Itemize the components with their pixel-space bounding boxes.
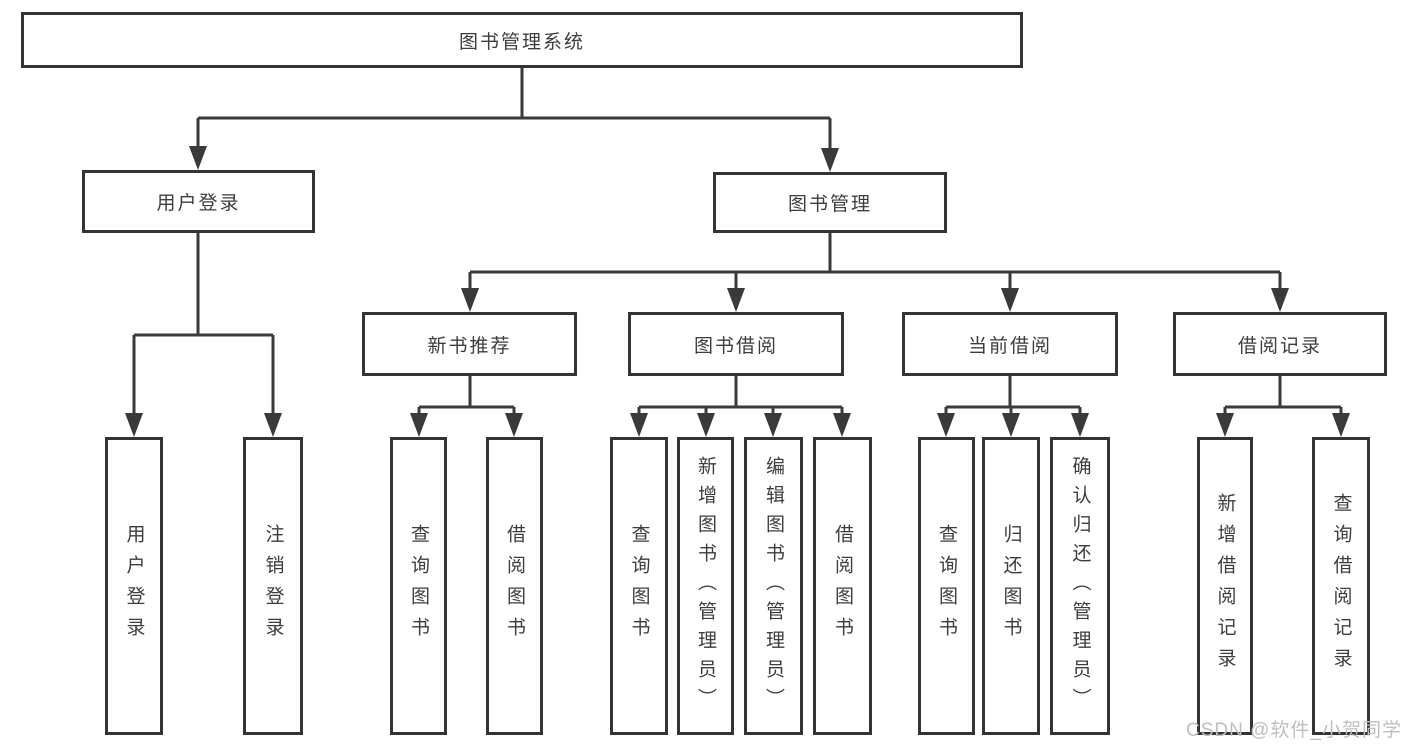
leaf-user-login: 用户登录 [105,437,163,735]
arrow-down-icon [410,413,428,437]
leaf-label: 用户登录 [123,524,145,648]
node-user-login-label: 用户登录 [156,193,241,214]
node-new-book-recommend-label: 新书推荐 [427,335,512,357]
leaf-query-borrow-record: 查询借阅记录 [1312,437,1370,735]
leaf-query-books-recommend: 查询图书 [390,437,447,735]
leaf-label: 查询图书 [628,524,650,648]
node-current-borrow-label: 当前借阅 [967,335,1052,357]
leaf-confirm-return-admin: 确认归还（管理员） [1050,437,1110,735]
borrow-records-children-connectors [1216,376,1350,437]
current-borrow-children-connectors [937,376,1089,437]
arrow-down-icon [697,413,715,437]
leaf-query-books-current: 查询图书 [918,437,975,735]
book-borrow-children-connectors [630,376,851,437]
arrow-down-icon [937,413,955,437]
leaf-label: 注销登录 [262,524,284,648]
leaf-label: 查询借阅记录 [1330,493,1352,679]
arrow-down-icon [189,146,207,170]
arrow-down-icon [125,413,143,437]
leaf-label: 新增借阅记录 [1214,493,1236,679]
arrow-down-icon [821,148,839,172]
node-root-label: 图书管理系统 [458,31,585,53]
arrow-down-icon [630,413,648,437]
leaf-label: 编辑图书（管理员） [763,455,784,717]
node-book-management: 图书管理 [713,172,947,233]
arrow-down-icon [264,413,282,437]
leaf-borrow-books: 借阅图书 [813,437,872,735]
leaf-edit-books-admin: 编辑图书（管理员） [744,437,803,735]
leaf-borrow-books-recommend: 借阅图书 [486,437,543,735]
arrow-down-icon [727,288,745,312]
node-borrow-records-label: 借阅记录 [1237,335,1322,357]
leaf-add-borrow-record: 新增借阅记录 [1197,437,1253,735]
arrow-down-icon [1332,413,1350,437]
leaf-label: 借阅图书 [832,524,853,648]
leaf-label: 新增图书（管理员） [695,455,716,717]
leaf-label: 借阅图书 [504,524,525,648]
node-new-book-recommend: 新书推荐 [362,312,577,376]
node-current-borrow: 当前借阅 [902,312,1118,376]
arrow-down-icon [1216,413,1234,437]
leaf-label: 查询图书 [936,524,957,648]
leaf-query-books-borrow: 查询图书 [610,437,668,735]
watermark-text: CSDN @软件_小贺同学 [1186,720,1402,741]
arrow-down-icon [1001,288,1019,312]
node-book-borrow: 图书借阅 [628,312,844,376]
leaf-logout: 注销登录 [243,437,303,735]
new-book-recommend-children-connectors [410,376,523,437]
arrow-down-icon [1271,288,1289,312]
user-login-children-connectors [125,233,282,437]
book-management-children-connectors [461,233,1289,312]
node-book-borrow-label: 图书借阅 [693,335,778,357]
node-book-management-label: 图书管理 [787,194,872,215]
arrow-down-icon [461,288,479,312]
arrow-down-icon [1071,413,1089,437]
leaf-label: 归还图书 [1000,524,1022,648]
leaf-add-books-admin: 新增图书（管理员） [677,437,734,735]
node-borrow-records: 借阅记录 [1173,312,1387,376]
node-user-login: 用户登录 [82,170,315,233]
leaf-return-books: 归还图书 [982,437,1040,735]
node-root: 图书管理系统 [21,12,1023,68]
arrow-down-icon [505,413,523,437]
arrow-down-icon [1002,413,1020,437]
arrow-down-icon [833,413,851,437]
arrow-down-icon [764,413,782,437]
root-to-level2-connectors [189,68,839,172]
leaf-label: 查询图书 [408,524,429,648]
leaf-label: 确认归还（管理员） [1069,455,1091,717]
